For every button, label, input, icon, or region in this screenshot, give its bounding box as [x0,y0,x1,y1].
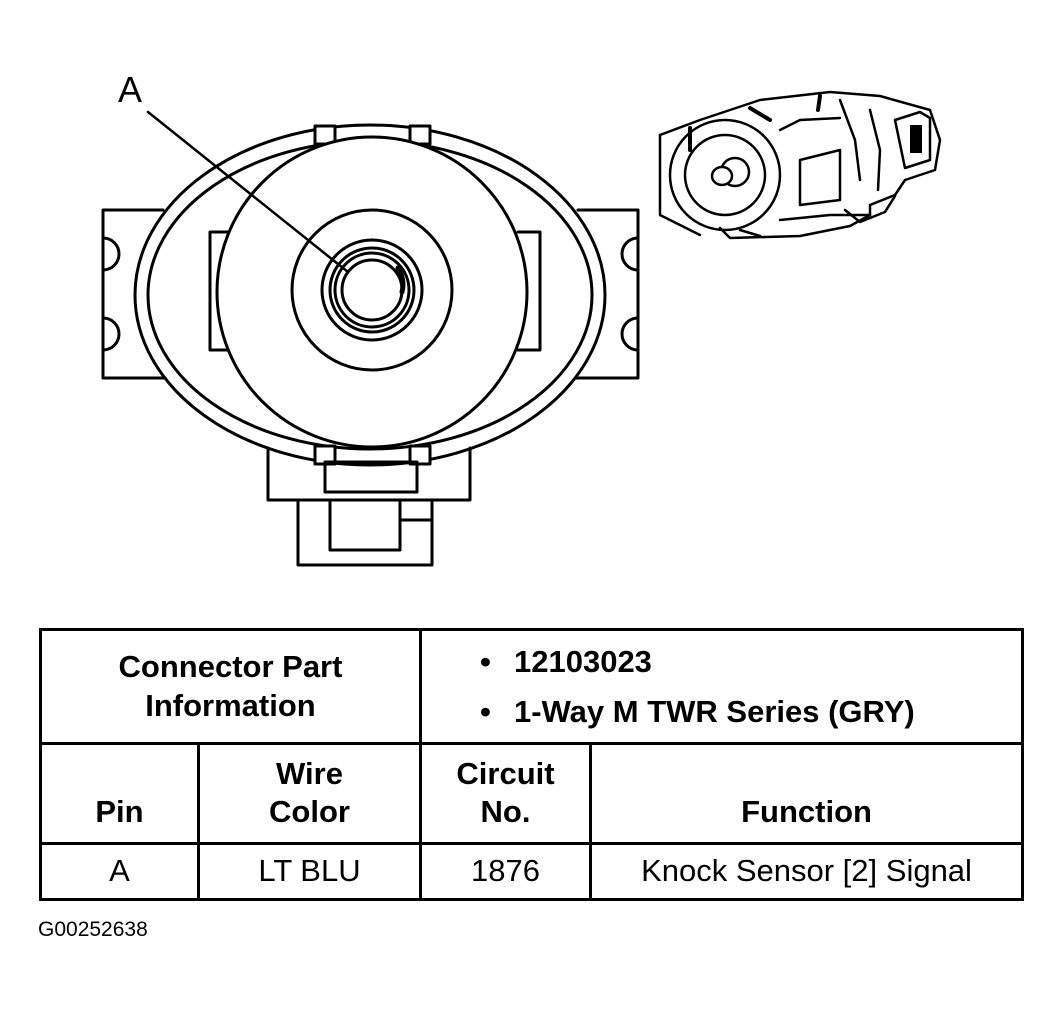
cell-wire-color: LT BLU [197,842,422,901]
column-header-wire-color: Wire Color [197,742,422,845]
cell-circuit-no: 1876 [419,842,592,901]
column-header-pin: Pin [39,742,200,845]
connector-face-view [101,110,640,567]
pin-callout-label: A [118,69,143,110]
connector-part-info-header: Connector Part Information [39,628,422,745]
connector-info-table: Connector Part Information •12103023 •1-… [39,628,1025,901]
cell-pin: A [39,842,200,901]
cell-function: Knock Sensor [2] Signal [588,842,1025,901]
connector-drawing [101,90,942,567]
table-row: A LT BLU 1876 Knock Sensor [2] Signal [39,842,1025,901]
connector-part-info-cell: •12103023 •1-Way M TWR Series (GRY) [418,628,1025,745]
column-header-circuit-no: Circuit No. [419,742,592,845]
connector-part-list: •12103023 •1-Way M TWR Series (GRY) [480,637,1021,736]
column-header-function: Function [588,742,1025,845]
figure-id: G00252638 [38,918,148,941]
connector-part-info-label: Connector Part Information [118,648,343,723]
part-number-item: •12103023 [480,643,652,679]
connector-3d-view [658,90,942,240]
part-series-item: •1-Way M TWR Series (GRY) [480,693,915,729]
